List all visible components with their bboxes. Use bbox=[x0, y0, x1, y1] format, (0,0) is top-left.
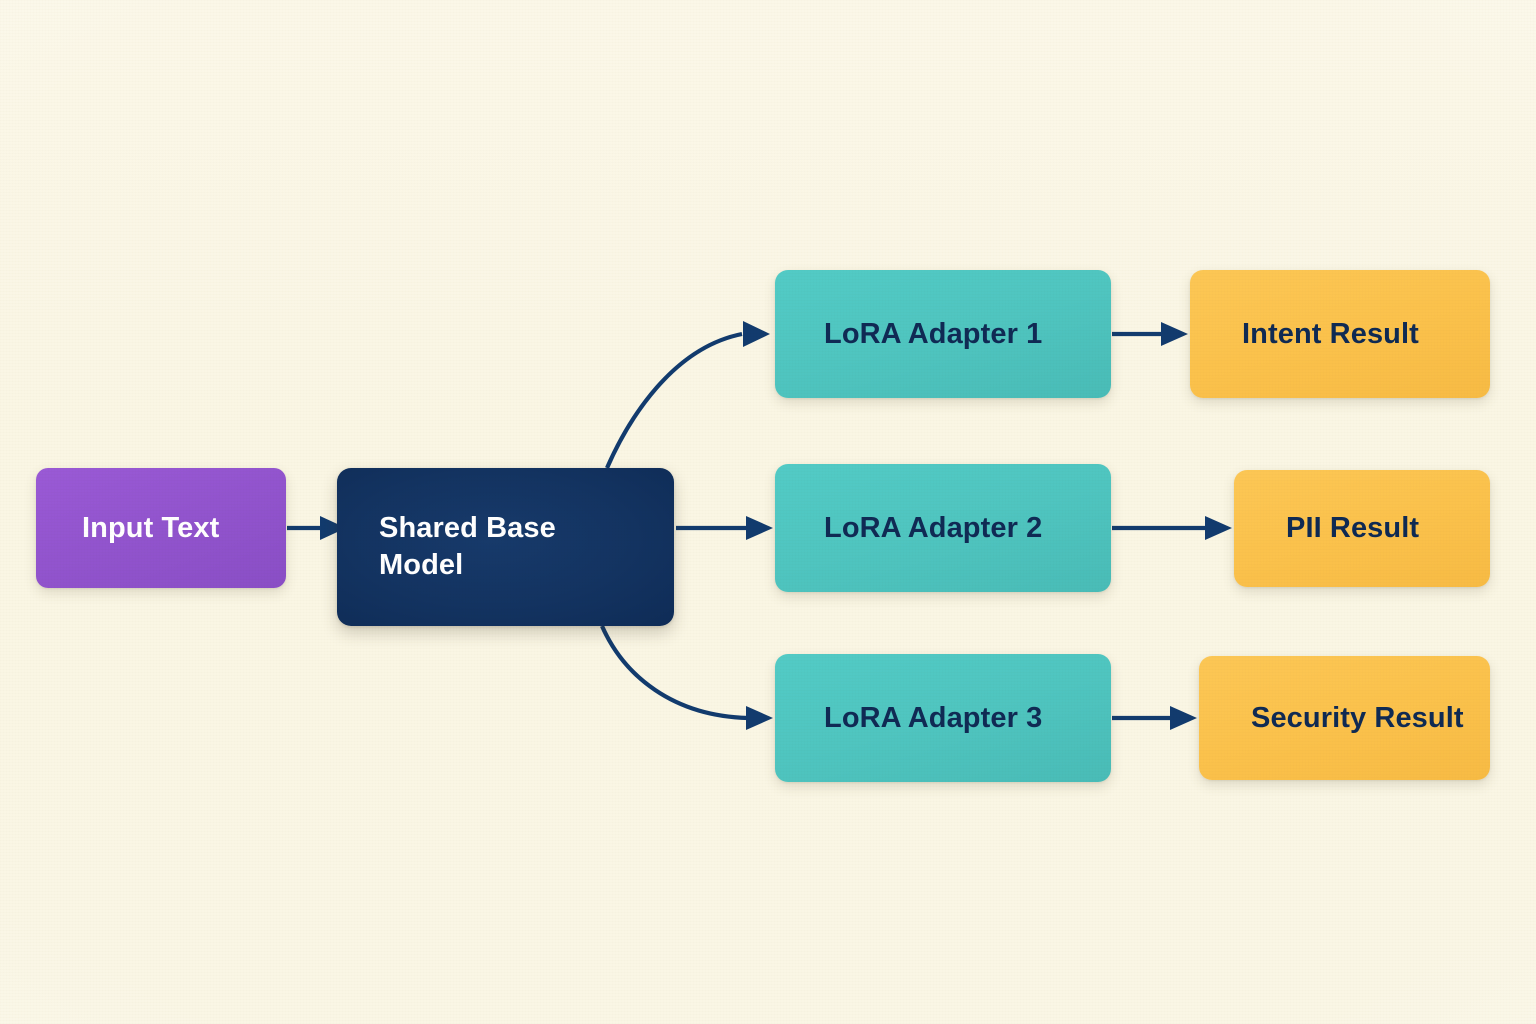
edge-base-to-adapter-2 bbox=[676, 516, 773, 540]
node-lora-adapter-3[interactable]: LoRA Adapter 3 bbox=[775, 654, 1111, 782]
edge-base-to-adapter-1 bbox=[605, 321, 770, 469]
edge-adapter-3-to-result-3 bbox=[1112, 706, 1197, 730]
node-pii-result-label: PII Result bbox=[1286, 512, 1420, 545]
node-lora-adapter-3-label: LoRA Adapter 3 bbox=[824, 701, 1043, 734]
node-shared-base-model-label: Shared Base Model bbox=[379, 512, 556, 581]
node-input-text[interactable]: Input Text bbox=[36, 468, 286, 588]
edge-base-to-adapter-3 bbox=[600, 625, 773, 730]
edge-adapter-1-to-result-1 bbox=[1112, 322, 1188, 346]
node-pii-result[interactable]: PII Result bbox=[1234, 470, 1490, 587]
node-lora-adapter-1-label: LoRA Adapter 1 bbox=[824, 317, 1043, 350]
node-lora-adapter-2[interactable]: LoRA Adapter 2 bbox=[775, 464, 1111, 592]
node-lora-adapter-1[interactable]: LoRA Adapter 1 bbox=[775, 270, 1111, 398]
edge-adapter-2-to-result-2 bbox=[1112, 516, 1232, 540]
node-security-result[interactable]: Security Result bbox=[1199, 656, 1490, 780]
node-shared-base-model[interactable]: Shared Base Model bbox=[337, 468, 674, 626]
node-intent-result-label: Intent Result bbox=[1242, 317, 1419, 350]
node-security-result-label: Security Result bbox=[1251, 701, 1464, 734]
node-input-text-label: Input Text bbox=[82, 511, 220, 544]
node-intent-result[interactable]: Intent Result bbox=[1190, 270, 1490, 398]
node-lora-adapter-2-label: LoRA Adapter 2 bbox=[824, 511, 1043, 544]
